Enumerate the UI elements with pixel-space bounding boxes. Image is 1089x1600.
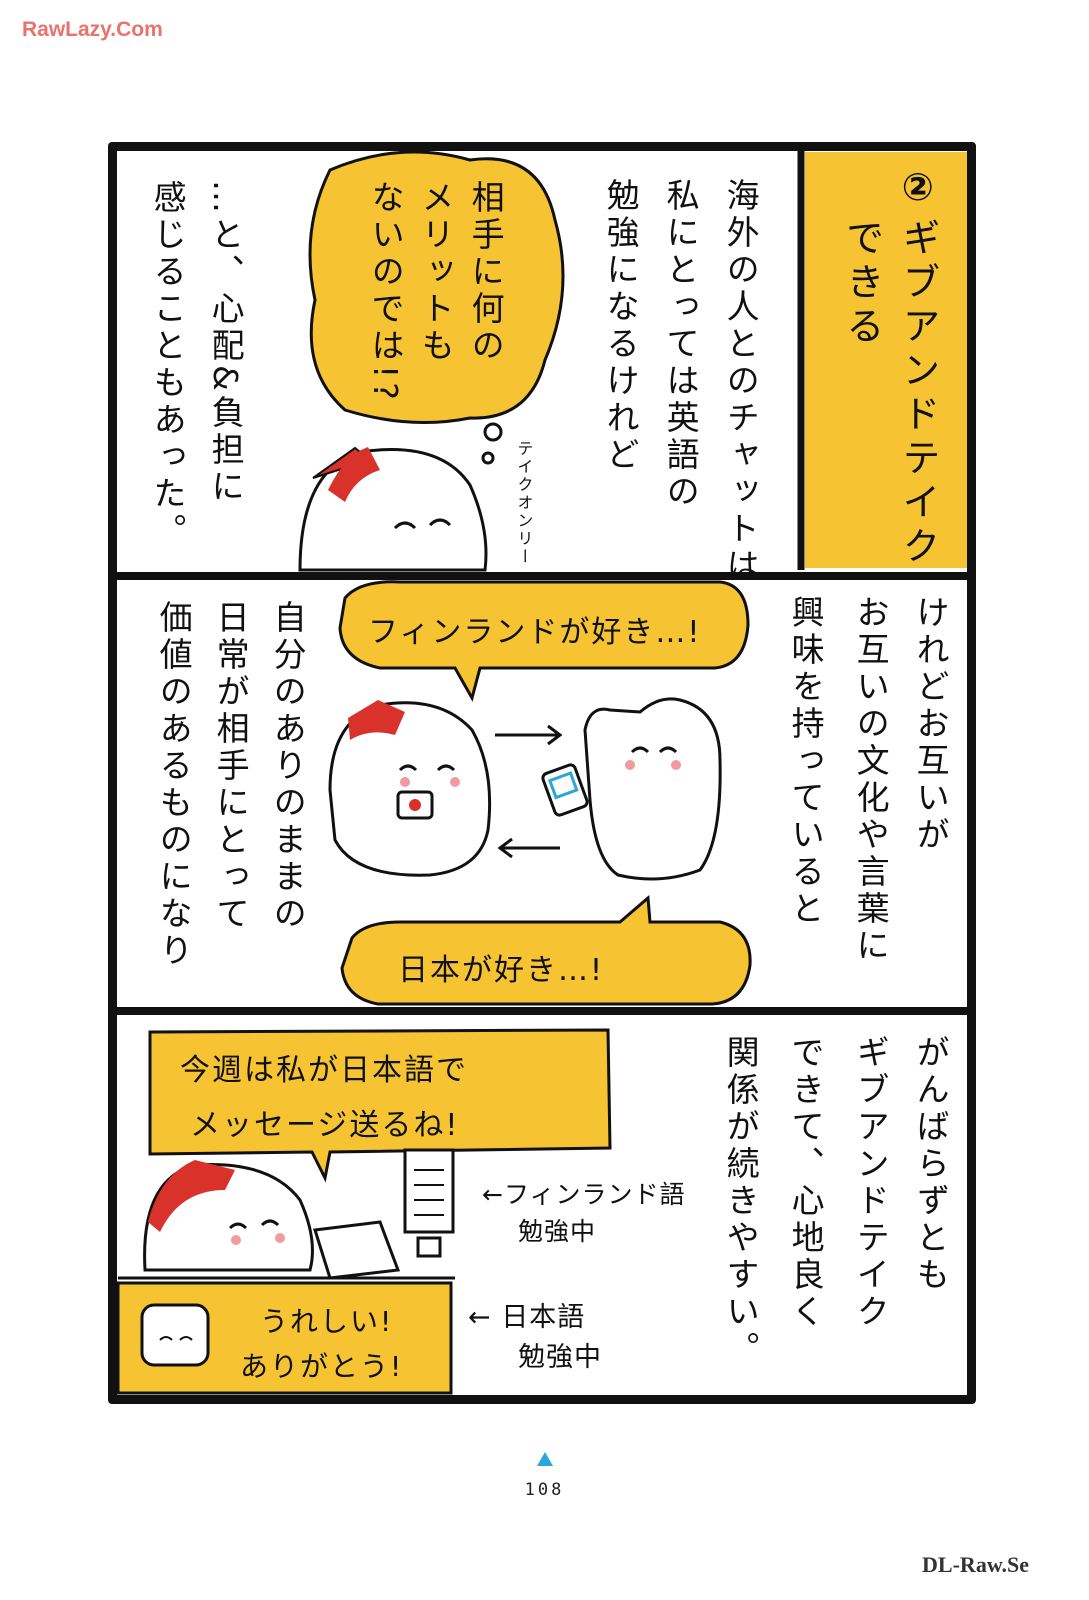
thought-line1: 相手に何の — [466, 180, 506, 365]
title-line2: できる — [839, 218, 884, 350]
p3-narration-4: 関係が続きやすい。 — [721, 1035, 761, 1368]
comic-frame — [108, 142, 976, 1404]
friend-avatar — [140, 1303, 210, 1367]
panel-divider-2 — [108, 1007, 976, 1015]
page-number: 108 — [524, 1480, 565, 1500]
bubble-top-text: フィンランドが好き…! — [368, 615, 702, 650]
p3-narration-2: ギブアンドテイク — [851, 1035, 891, 1331]
label-japanese-1: ← 日本語 — [468, 1302, 586, 1333]
label-finnish-2: 勉強中 — [518, 1217, 597, 1246]
closing-2: 感じることもあった。 — [148, 180, 188, 550]
closing-1: …と、心配&負担に — [206, 180, 246, 506]
narration-2: 私にとっては英語の — [661, 178, 701, 511]
p2-narration-3: 興味を持っていると — [786, 595, 826, 928]
reply-line2: ありがとう! — [240, 1350, 404, 1383]
character-right — [583, 697, 722, 881]
p2-narration-2: お互いの文化や言葉に — [851, 595, 891, 965]
bubble-bottom-text: 日本が好き…! — [398, 953, 605, 988]
watermark-bottom: DL-Raw.Se — [922, 1552, 1029, 1577]
bubble-bottom-shape — [340, 894, 752, 1006]
watermark-top: RawLazy.Com — [22, 18, 163, 41]
p3-narration-1: がんばらずとも — [911, 1035, 951, 1294]
page-marker-icon — [537, 1452, 553, 1466]
monitor-icon — [403, 1148, 455, 1234]
label-japanese-2: 勉強中 — [518, 1342, 602, 1373]
narration-3: 勉強になるけれど — [601, 178, 641, 474]
reply-line1: うれしい! — [260, 1305, 394, 1338]
speech-bubble-shape — [148, 1028, 612, 1183]
bubble-top-shape — [338, 580, 750, 702]
label-finnish-1: ←フィンランド語 — [482, 1180, 686, 1209]
p3-narration-3: できて、心地良く — [786, 1035, 826, 1331]
title-box — [805, 152, 968, 568]
thought-cloud — [308, 150, 565, 424]
speech-line1: 今週は私が日本語で — [180, 1053, 468, 1088]
speech-line2: メッセージ送るね! — [190, 1108, 460, 1143]
title-line1: ギブアンドテイク — [895, 218, 940, 570]
p2-conclusion-2: 日常が相手にとって — [211, 600, 251, 933]
thought-line3: ないのでは!? — [366, 180, 406, 404]
p2-conclusion-3: 価値のあるものになり — [154, 600, 194, 970]
p2-narration-1: けれどお互いが — [911, 595, 951, 854]
thought-line2: メリットも — [416, 180, 456, 365]
narration-1: 海外の人とのチャットは — [721, 178, 761, 585]
title-number: ② — [895, 165, 940, 213]
sfx-take-only: テイクオンリー — [514, 440, 534, 566]
p2-conclusion-1: 自分のありのままの — [268, 600, 308, 933]
panel-divider-1 — [108, 572, 976, 580]
